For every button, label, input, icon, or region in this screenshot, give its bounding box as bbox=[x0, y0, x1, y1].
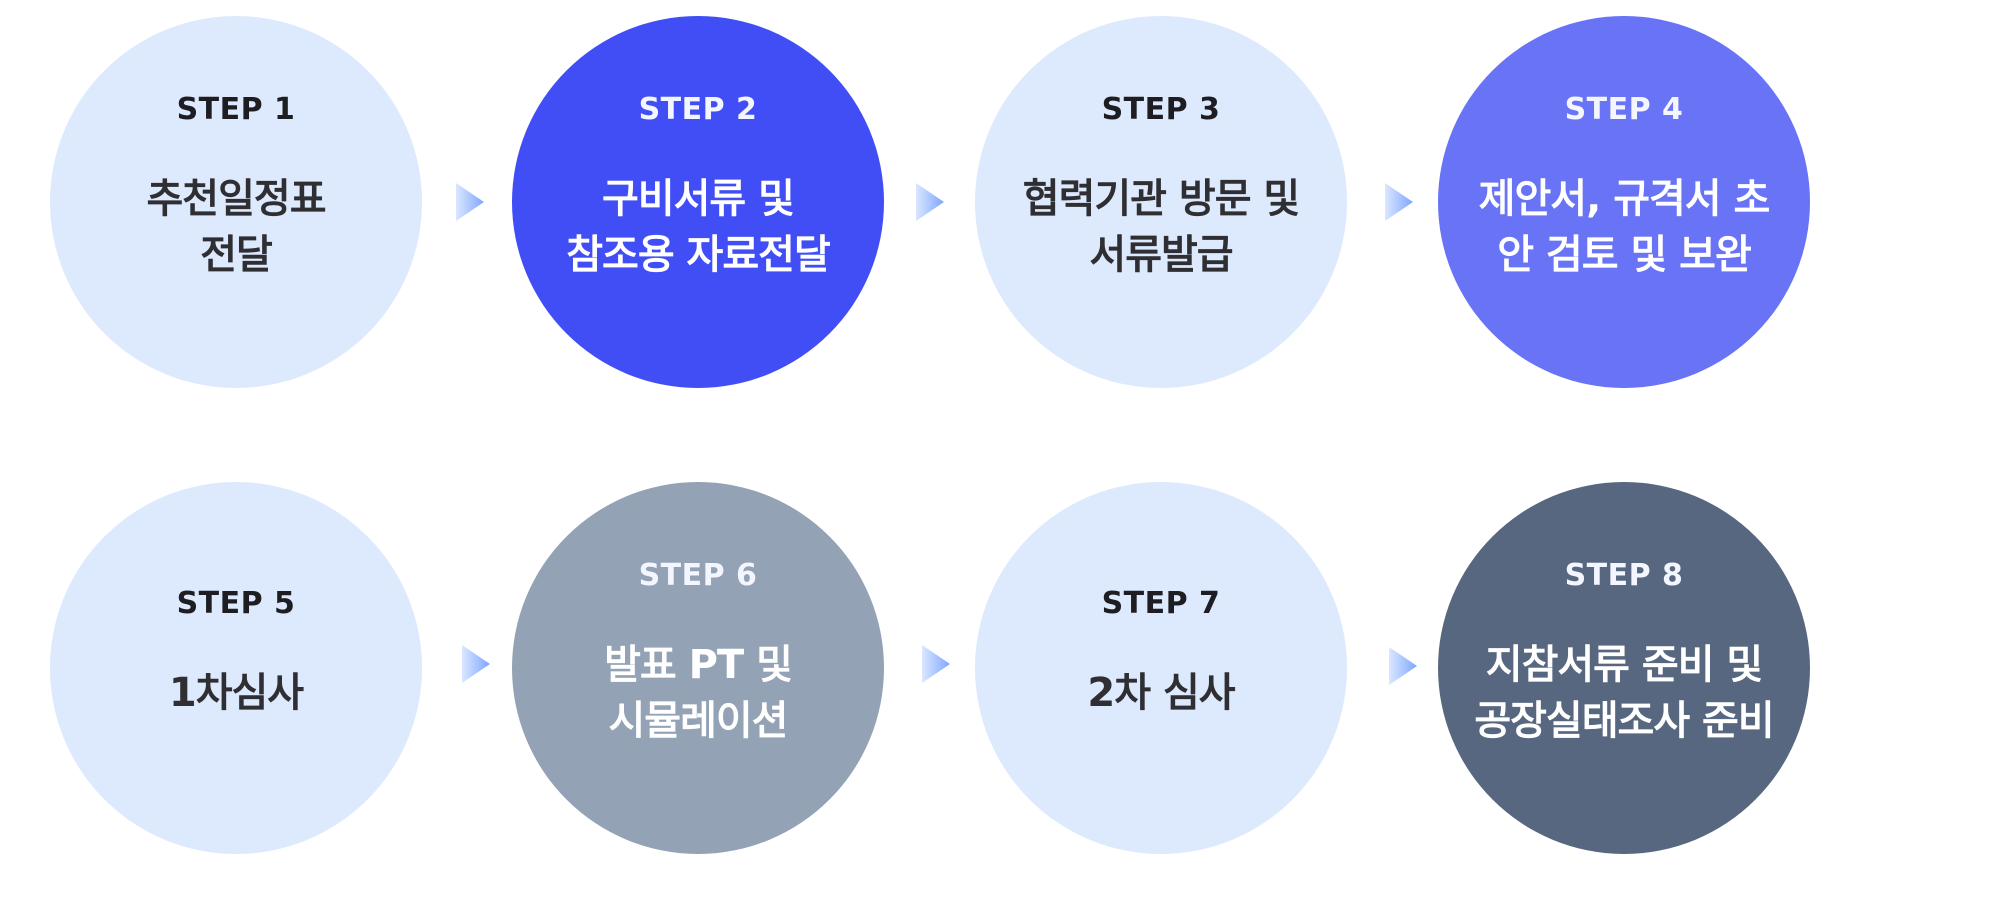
step-8-circle: STEP 8 지참서류 준비 및 공장실태조사 준비 bbox=[1438, 482, 1810, 854]
step-2-circle: STEP 2 구비서류 및 참조용 자료전달 bbox=[512, 16, 884, 388]
step-6-label: STEP 6 bbox=[638, 557, 758, 593]
step-6-text: 발표 PT 및 시뮬레이션 bbox=[604, 641, 793, 744]
step-1-label: STEP 1 bbox=[176, 91, 296, 127]
step-1-text: 추천일정표 전달 bbox=[146, 175, 327, 278]
step-3-text: 협력기관 방문 및 서류발급 bbox=[1022, 175, 1300, 278]
step-4-text: 제안서, 규격서 초 안 검토 및 보완 bbox=[1478, 175, 1771, 278]
step-5-label: STEP 5 bbox=[176, 585, 296, 621]
step-3-circle: STEP 3 협력기관 방문 및 서류발급 bbox=[975, 16, 1347, 388]
step-7-text: 2차 심사 bbox=[1087, 669, 1235, 716]
arrow-right-icon bbox=[922, 645, 950, 683]
step-4-circle: STEP 4 제안서, 규격서 초 안 검토 및 보완 bbox=[1438, 16, 1810, 388]
step-3-label: STEP 3 bbox=[1101, 91, 1221, 127]
step-8-text: 지참서류 준비 및 공장실태조사 준비 bbox=[1474, 641, 1774, 744]
step-7-circle: STEP 7 2차 심사 bbox=[975, 482, 1347, 854]
step-2-label: STEP 2 bbox=[638, 91, 758, 127]
step-5-circle: STEP 5 1차심사 bbox=[50, 482, 422, 854]
step-1-circle: STEP 1 추천일정표 전달 bbox=[50, 16, 422, 388]
arrow-right-icon bbox=[916, 183, 944, 221]
step-8-label: STEP 8 bbox=[1564, 557, 1684, 593]
step-5-text: 1차심사 bbox=[168, 669, 304, 716]
step-7-label: STEP 7 bbox=[1101, 585, 1221, 621]
arrow-right-icon bbox=[1389, 647, 1417, 685]
step-2-text: 구비서류 및 참조용 자료전달 bbox=[566, 175, 831, 278]
step-4-label: STEP 4 bbox=[1564, 91, 1684, 127]
arrow-right-icon bbox=[456, 183, 484, 221]
arrow-right-icon bbox=[462, 645, 490, 683]
arrow-right-icon bbox=[1385, 183, 1413, 221]
step-6-circle: STEP 6 발표 PT 및 시뮬레이션 bbox=[512, 482, 884, 854]
